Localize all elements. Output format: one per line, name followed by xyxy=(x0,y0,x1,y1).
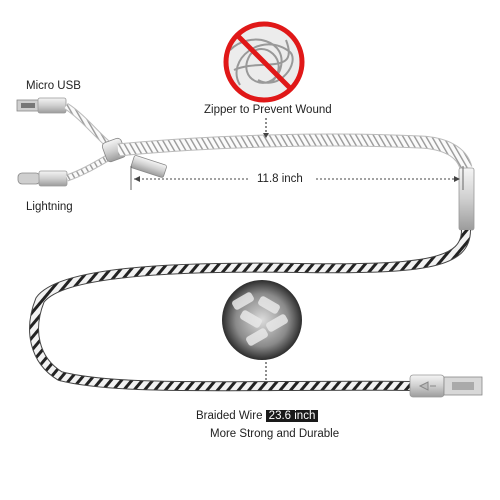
micro-usb-connector xyxy=(16,97,67,114)
braid-closeup-icon xyxy=(222,280,302,360)
braided-caption: Braided Wire xyxy=(196,410,263,422)
zipper-length-label: 11.8 inch xyxy=(257,173,303,185)
no-tangle-icon xyxy=(223,21,305,103)
braided-caption-row: Braided Wire 23.6 inch xyxy=(196,410,319,422)
zipper-pointer xyxy=(263,118,269,138)
usb-a-connector xyxy=(409,374,483,398)
braided-length-badge: 23.6 inch xyxy=(265,410,319,422)
micro-usb-label: Micro USB xyxy=(26,80,81,92)
zipper-length-dimension xyxy=(130,166,464,190)
zipper-caption: Zipper to Prevent Wound xyxy=(204,104,332,116)
lightning-connector xyxy=(17,170,68,187)
braided-subcaption: More Strong and Durable xyxy=(210,428,340,440)
cable-joint-sleeve xyxy=(458,167,475,231)
lightning-label: Lightning xyxy=(26,201,73,213)
